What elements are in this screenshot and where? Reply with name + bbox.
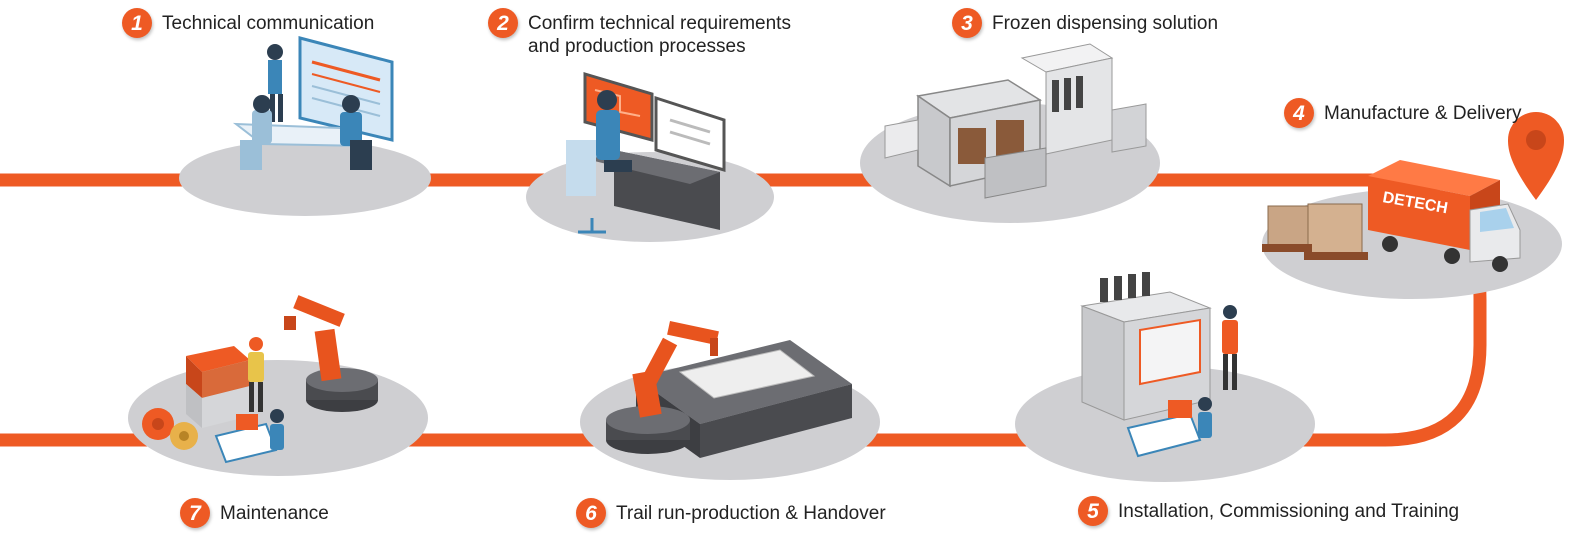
step-2-title-line-1: Confirm technical requirements [528,13,791,34]
platform-1 [179,140,431,216]
step-1-label: 1 Technical communication [122,8,375,38]
step-7-title: Maintenance [220,503,329,524]
step-2-badge: 2 [488,8,518,38]
step-3-label: 3 Frozen dispensing solution [952,8,1219,38]
step-4-label: 4 Manufacture & Delivery [1284,98,1522,128]
step-1-title: Technical communication [162,13,375,34]
maintenance-icon [142,295,378,464]
step-3-badge: 3 [952,8,982,38]
step-5-label: 5 Installation, Commissioning and Traini… [1078,496,1460,526]
installation-icon [1080,272,1238,458]
dispensing-machine-icon [884,43,1147,199]
delivery-truck-icon: DETECH [1262,112,1564,272]
step-5-badge: 5 [1078,496,1108,526]
engineer-workstation-icon [566,71,726,234]
step-1-badge: 1 [122,8,152,38]
step-4-badge: 4 [1284,98,1314,128]
meeting-icon [232,36,394,170]
step-7-label: 7 Maintenance [180,498,329,528]
step-6-title: Trail run-production & Handover [616,503,886,524]
step-5-title: Installation, Commissioning and Training [1118,501,1460,522]
step-7-badge: 7 [180,498,210,528]
step-3-title: Frozen dispensing solution [992,13,1219,34]
step-6-badge: 6 [576,498,606,528]
step-4-title: Manufacture & Delivery [1324,103,1522,124]
step-2-title-line-2: and production processes [528,36,746,57]
robot-arm-icon [606,320,852,458]
step-2-label: 2 Confirm technical requirements and pro… [488,8,791,58]
step-6-label: 6 Trail run-production & Handover [576,498,886,528]
